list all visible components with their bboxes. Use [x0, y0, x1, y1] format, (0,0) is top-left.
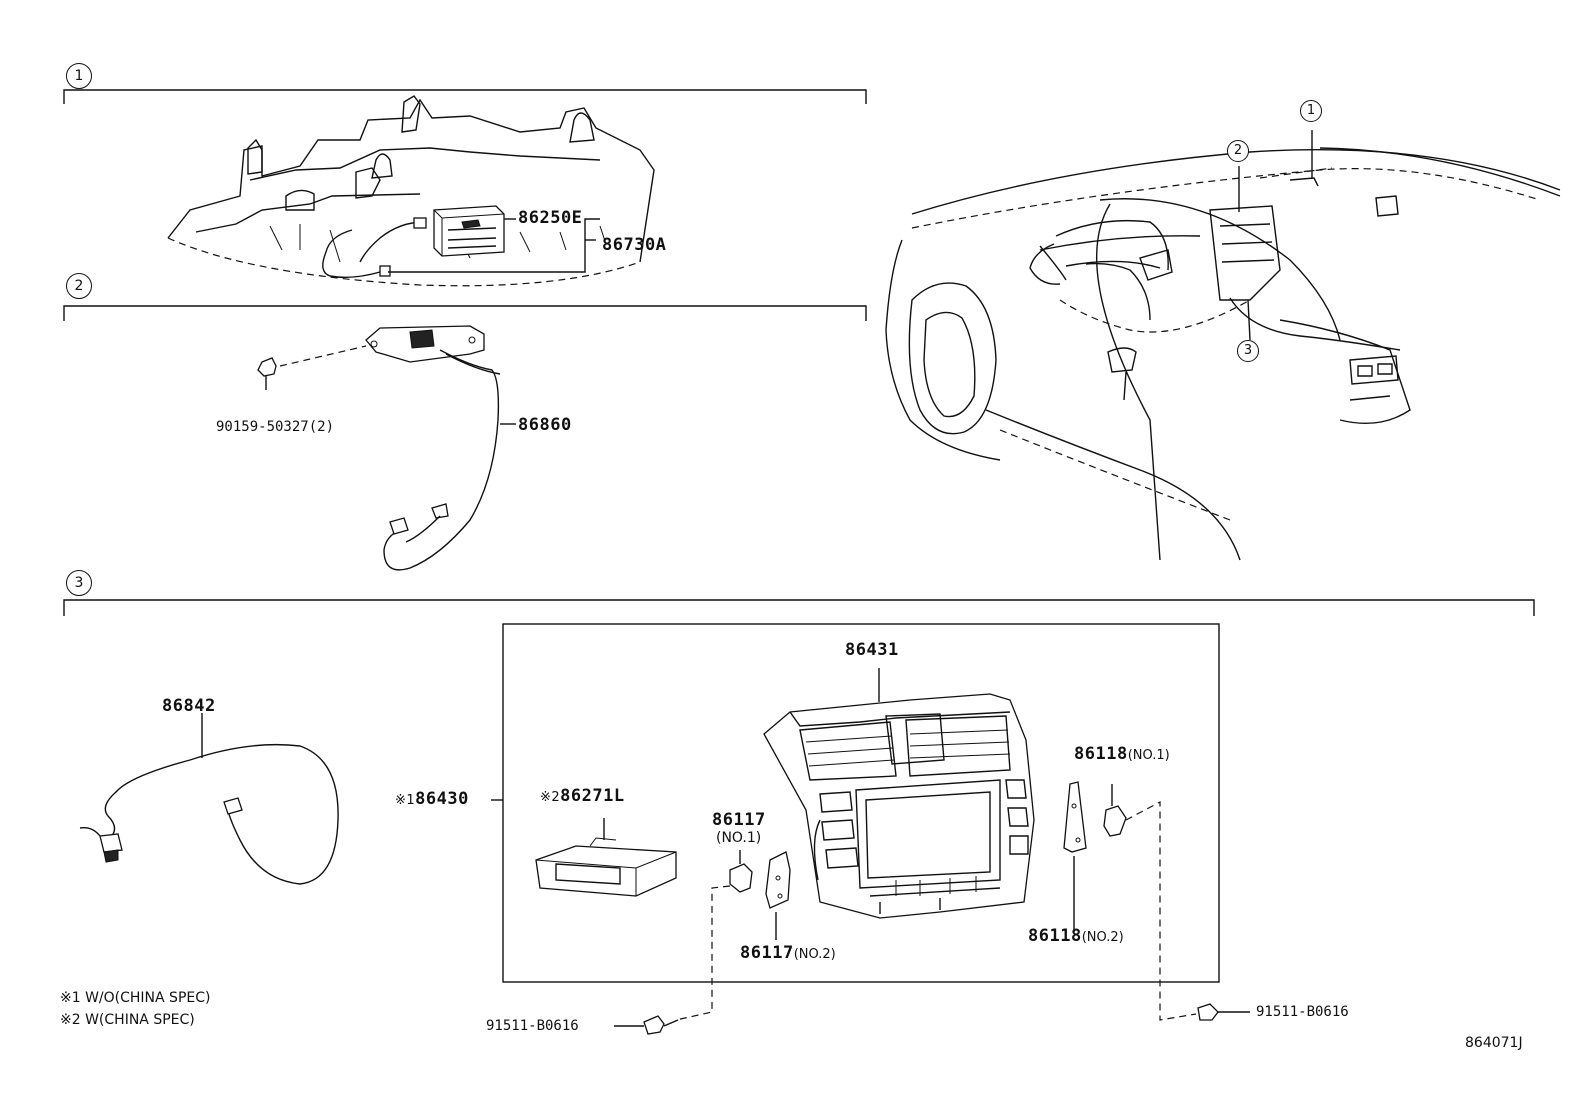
label-86118-no2-qualifier: (NO.2)	[1081, 930, 1124, 945]
section-2-frame	[63, 305, 867, 321]
label-86730A: 86730A	[602, 235, 667, 255]
label-86271L-mark: ※2	[540, 790, 561, 805]
diagram-id: 864071J	[1465, 1035, 1523, 1051]
part-86117-no1-shape	[729, 863, 753, 893]
label-86430-mark: ※1	[395, 793, 416, 808]
part-86730A-shape	[322, 217, 427, 279]
label-86117-no2-qualifier: (NO.2)	[793, 947, 836, 962]
label-86118-no1-qualifier: (NO.1)	[1127, 748, 1170, 763]
label-86250E: 86250E	[518, 208, 583, 228]
overhead-console-illustration	[167, 95, 655, 287]
label-86431: 86431	[845, 640, 899, 660]
section-1-frame	[63, 89, 867, 104]
section-2-marker: 2	[66, 273, 92, 299]
label-90159-50327: 90159-50327(2)	[216, 419, 335, 435]
vehicle-callout-1: 1	[1300, 100, 1322, 122]
label-86430: ※186430	[395, 789, 469, 809]
part-86118-no1-shape	[1103, 805, 1127, 837]
part-86117-no2-shape	[765, 851, 791, 909]
part-90159-screw-shape	[257, 345, 367, 390]
label-86117-no1-qualifier: (NO.1)	[716, 830, 762, 846]
label-91511-B0616-left: 91511-B0616	[486, 1018, 579, 1034]
label-86118-no2: 86118(NO.2)	[1028, 926, 1124, 946]
part-86271L-shape	[535, 837, 677, 897]
label-86118-no2-number: 86118	[1028, 926, 1082, 946]
callout-leaders	[1238, 130, 1313, 341]
section-3-marker: 3	[66, 570, 92, 596]
part-86842-shape	[79, 743, 339, 885]
part-86250E-shape	[433, 205, 505, 257]
label-86117-no1: 86117	[712, 810, 766, 830]
part-86860-shape	[365, 325, 501, 571]
footnote-1: ※1 W/O(CHINA SPEC)	[60, 990, 211, 1006]
label-86860: 86860	[518, 415, 572, 435]
label-86117-no2: 86117(NO.2)	[740, 943, 836, 963]
part-86431-shape	[763, 693, 1035, 919]
label-86271L: ※286271L	[540, 786, 625, 806]
label-91511-B0616-right: 91511-B0616	[1256, 1004, 1349, 1020]
label-86271L-number: 86271L	[560, 786, 625, 806]
bolt-91511-right-shape	[1197, 1003, 1219, 1021]
label-86118-no1: 86118(NO.1)	[1074, 744, 1170, 764]
vehicle-callout-3: 3	[1237, 340, 1259, 362]
vehicle-callout-2: 2	[1227, 140, 1249, 162]
label-86117-no2-number: 86117	[740, 943, 794, 963]
label-86842: 86842	[162, 696, 216, 716]
assembly-86430-box	[502, 623, 1220, 983]
footnote-2: ※2 W(CHINA SPEC)	[60, 1012, 195, 1028]
label-86118-no1-number: 86118	[1074, 744, 1128, 764]
label-86430-number: 86430	[415, 789, 469, 809]
bolt-91511-left-shape	[643, 1015, 679, 1035]
section-3-frame	[63, 599, 1535, 616]
vehicle-interior-overview	[885, 147, 1561, 561]
part-86118-no2-shape	[1063, 781, 1087, 853]
section-1-marker: 1	[66, 63, 92, 89]
